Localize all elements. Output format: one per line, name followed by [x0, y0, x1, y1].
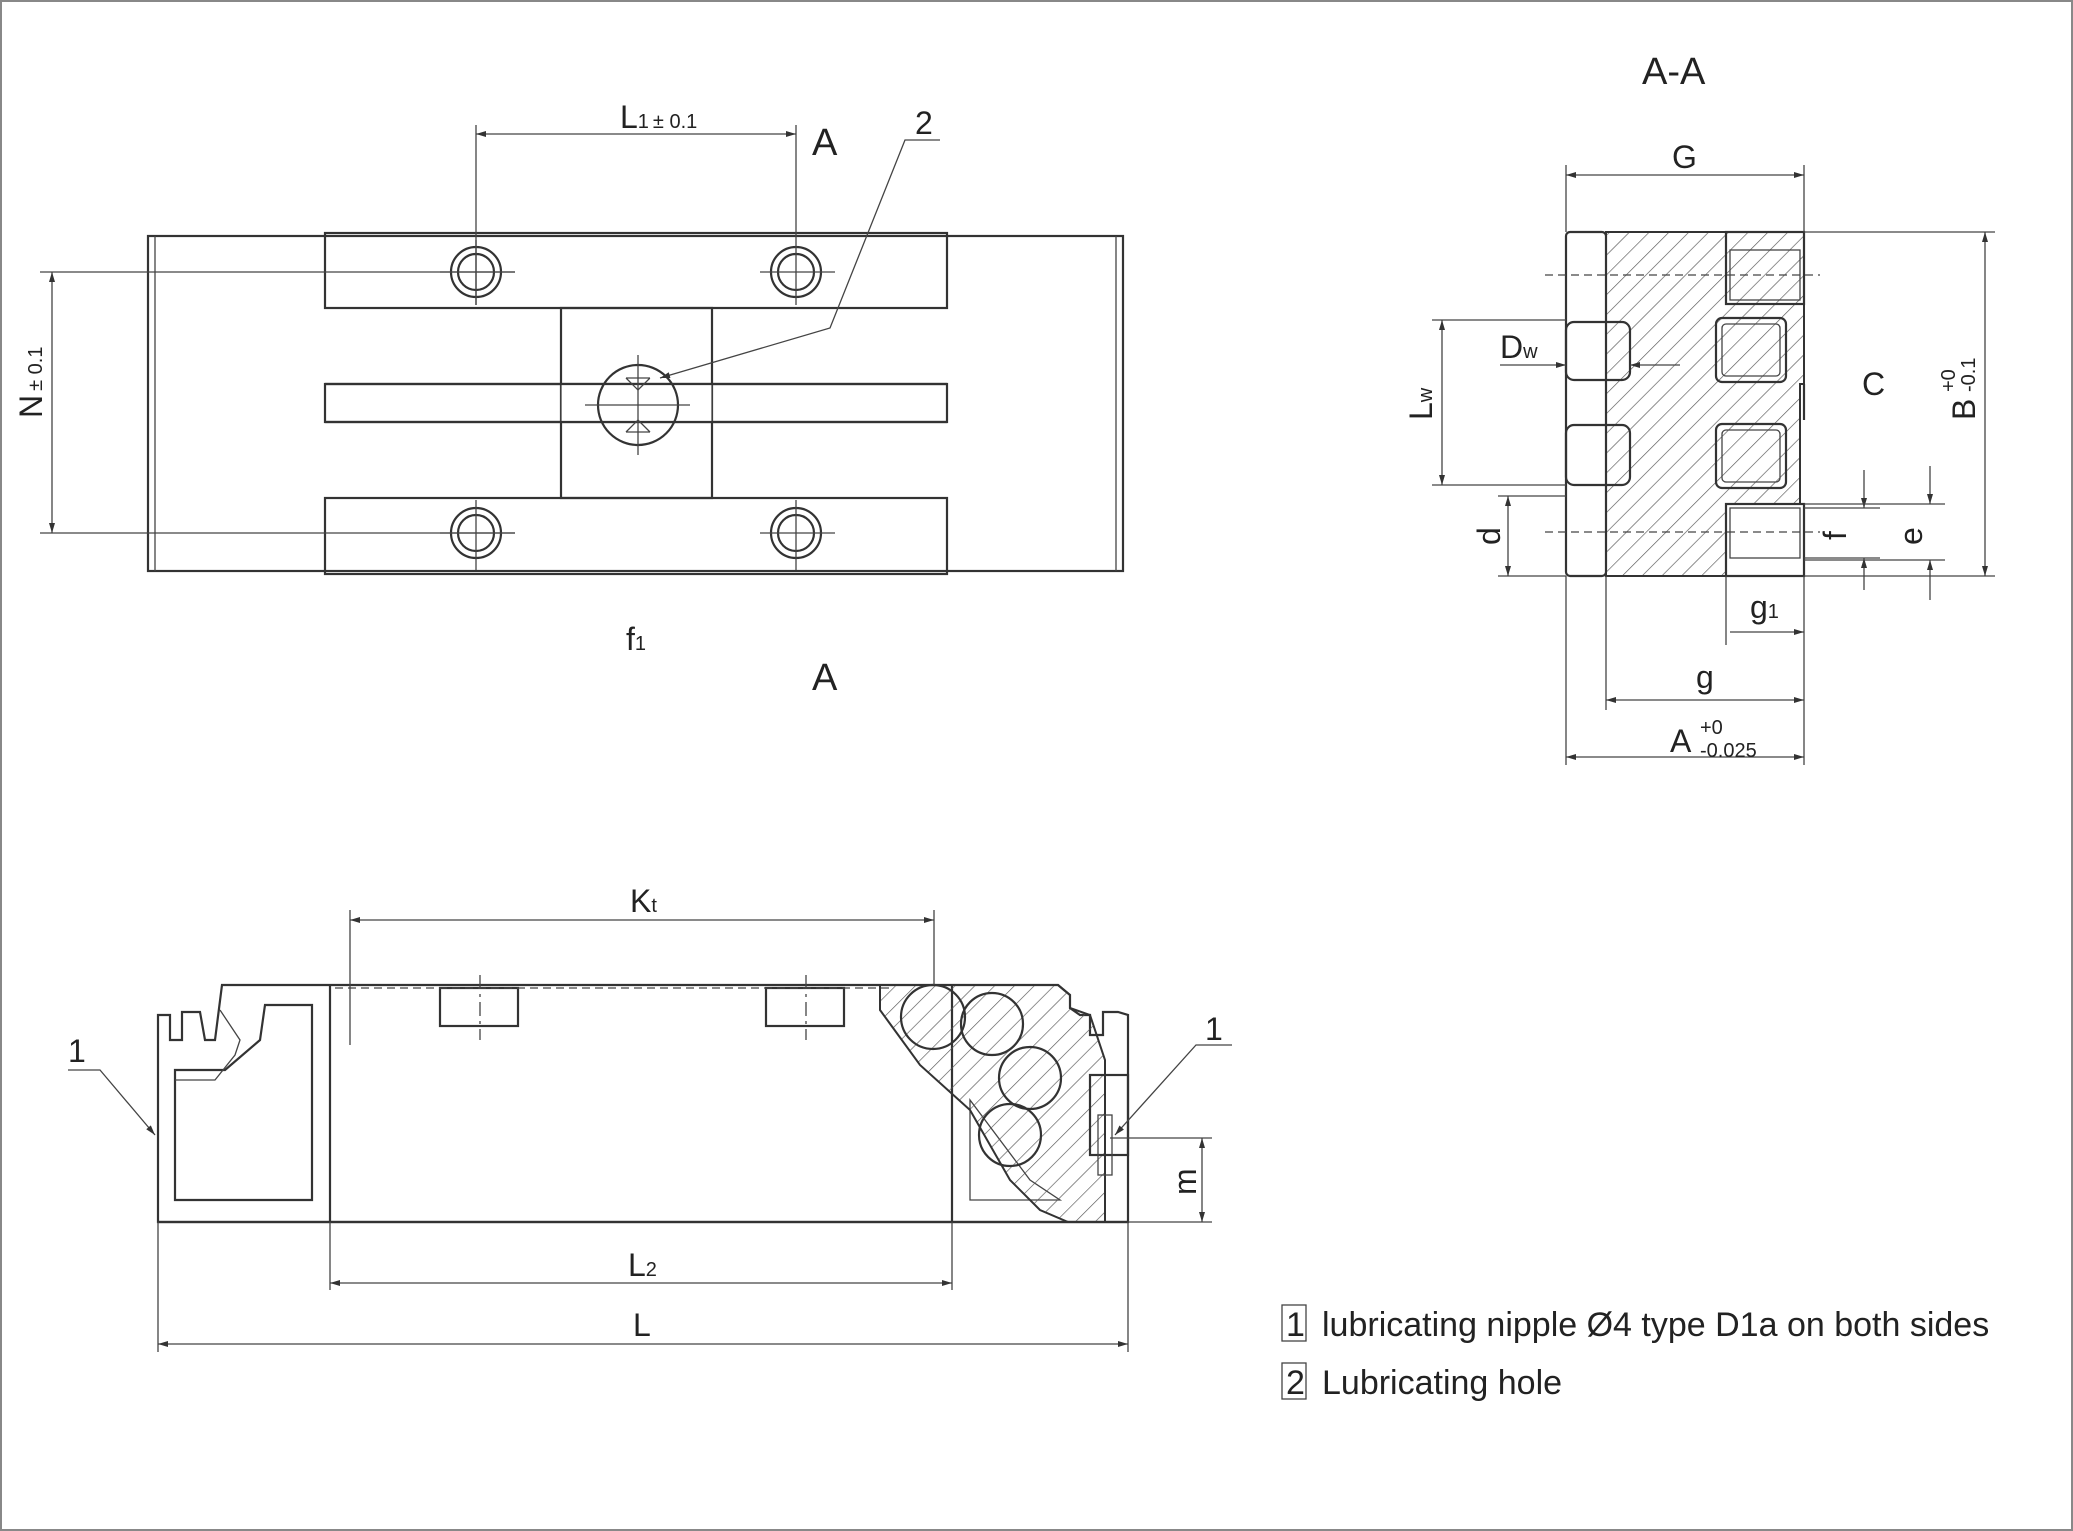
ball	[977, 1102, 1043, 1168]
dim-g1: g1	[1750, 589, 1779, 625]
dim-d: d	[1471, 527, 1507, 545]
label-c: C	[1862, 366, 1885, 402]
section-title: A-A	[1642, 51, 1706, 93]
dim-g-top: G	[1672, 139, 1697, 175]
mounting-hole	[760, 500, 835, 570]
lubricating-nipple	[1088, 1073, 1130, 1157]
legend-text: lubricating nipple Ø4 type D1a on both s…	[1322, 1306, 1989, 1344]
dim-m: m	[1167, 1168, 1203, 1195]
mounting-hole	[760, 240, 835, 305]
roller	[1564, 423, 1632, 487]
callout-1-right: 1	[1205, 1011, 1223, 1047]
ball-race	[879, 984, 1106, 1223]
dim-e: e	[1893, 527, 1929, 545]
legend-item: 1 lubricating nipple Ø4 type D1a on both…	[1281, 1304, 1989, 1344]
left-plate	[1564, 230, 1608, 578]
upper-bar	[323, 231, 949, 310]
dim-g: g	[1696, 659, 1714, 695]
legend: 1 lubricating nipple Ø4 type D1a on both…	[1281, 1304, 1989, 1402]
svg-text:1: 1	[1286, 1306, 1305, 1344]
top-view: L1± 0.1 N± 0.1 A A 2 f1	[13, 99, 1125, 699]
roller	[1564, 320, 1632, 382]
roller	[1714, 316, 1788, 384]
dim-kt: Kt	[630, 883, 657, 919]
callout-2: 2	[915, 105, 933, 141]
callout-1-left: 1	[68, 1033, 86, 1069]
top-view-base-outline	[146, 234, 1125, 573]
lubricating-hole	[585, 355, 690, 455]
legend-text: Lubricating hole	[1322, 1364, 1562, 1402]
side-view: Kt 1 1 m L2 L	[68, 883, 1232, 1352]
dim-b-tol-lower: -0.1	[1958, 358, 1980, 392]
dim-b-tol-upper: +0	[1938, 369, 1960, 392]
dim-lw: Lw	[1403, 387, 1439, 420]
roller	[1714, 422, 1788, 490]
ball	[959, 991, 1025, 1057]
mounting-hole	[440, 500, 515, 570]
section-a-a-view: A-A G Dw Lw C	[1403, 51, 1995, 765]
lower-bar	[323, 496, 949, 576]
callout-2-leader	[659, 139, 940, 379]
ball	[997, 1045, 1063, 1111]
dim-b: B	[1946, 399, 1982, 420]
legend-item: 2 Lubricating hole	[1281, 1362, 1562, 1402]
section-mark-a-top: A	[812, 122, 838, 164]
dim-n-label: N± 0.1	[13, 347, 49, 418]
dim-dw: Dw	[1500, 329, 1538, 365]
dim-l1-label: L1± 0.1	[620, 99, 697, 135]
section-mark-a-bottom: A	[812, 657, 838, 699]
dim-a-tol-lower: -0.025	[1700, 740, 1757, 762]
section-body	[1605, 231, 1805, 577]
dim-l: L	[633, 1307, 651, 1343]
dim-f: f	[1817, 531, 1853, 540]
dim-l2: L2	[628, 1247, 657, 1283]
svg-text:2: 2	[1286, 1364, 1305, 1402]
label-f1: f1	[626, 621, 646, 657]
dim-a-tol-upper: +0	[1700, 717, 1723, 739]
dim-a: A	[1670, 723, 1692, 759]
ball	[899, 983, 967, 1051]
